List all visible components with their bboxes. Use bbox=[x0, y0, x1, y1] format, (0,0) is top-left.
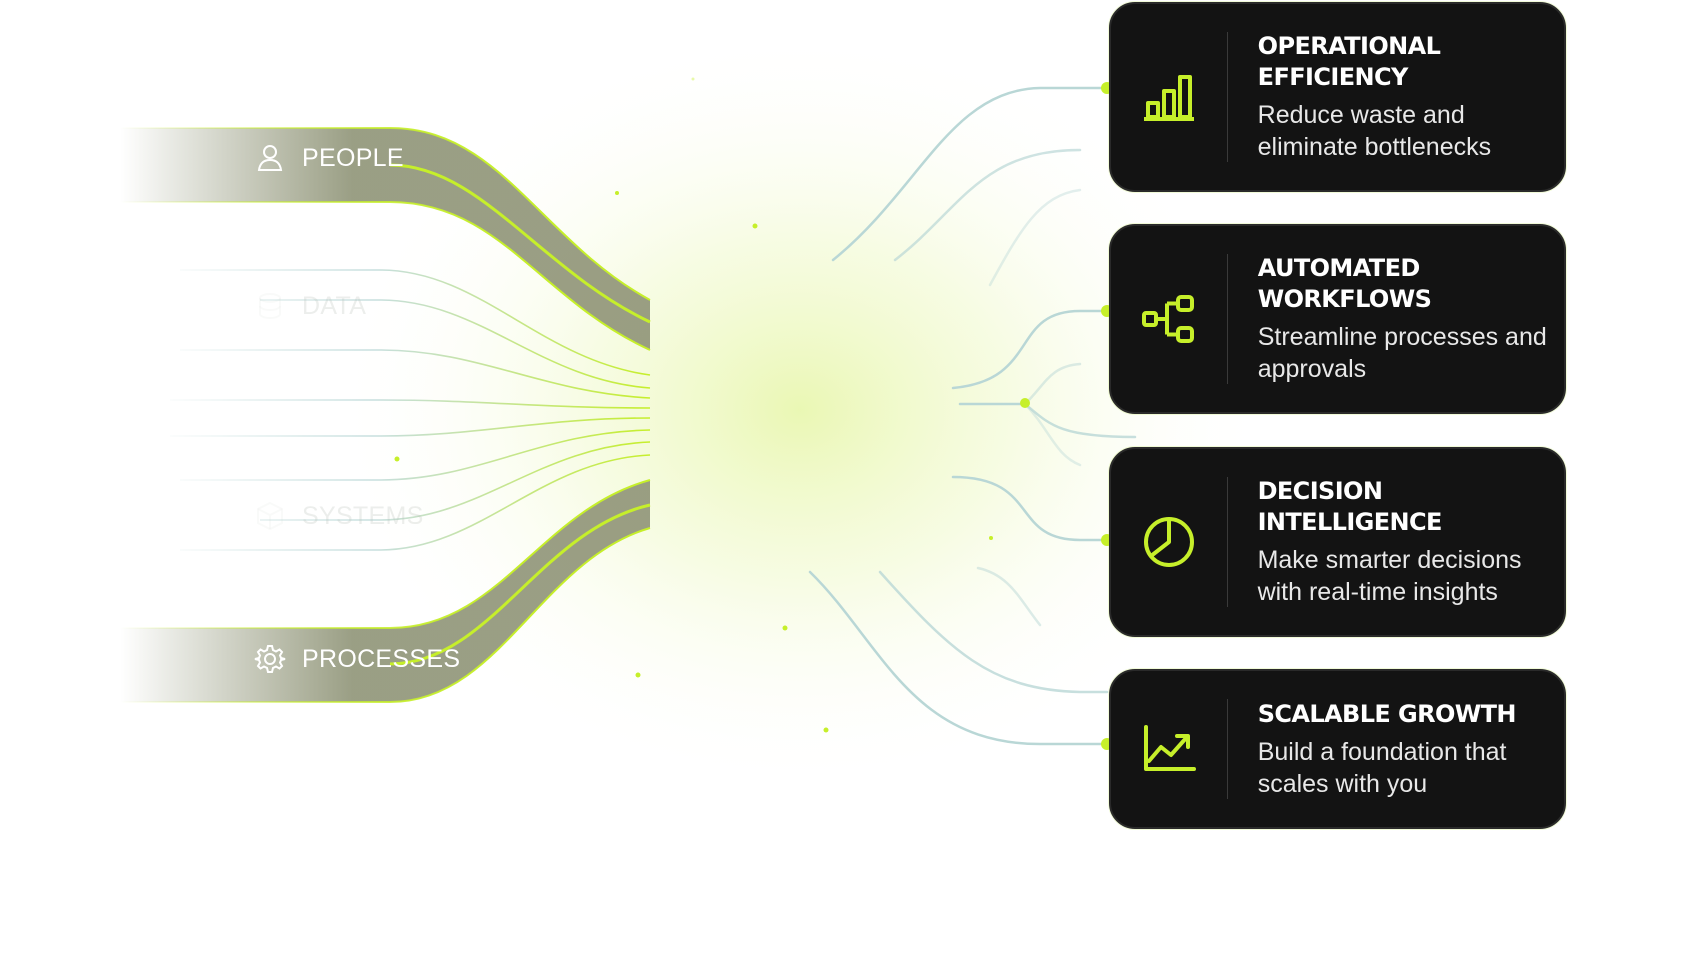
data-flow-lines bbox=[170, 269, 651, 409]
trend-up-icon bbox=[1144, 725, 1196, 771]
card-divider bbox=[1227, 254, 1228, 384]
gear-icon bbox=[254, 645, 286, 673]
people-flow-band bbox=[120, 128, 650, 350]
processes-flow-band bbox=[120, 480, 650, 702]
database-icon bbox=[259, 293, 281, 320]
card-description: Reduce waste and eliminate bottlenecks bbox=[1257, 101, 1492, 161]
input-label-data: DATA bbox=[302, 291, 367, 320]
card-title: SCALABLE GROWTH bbox=[1257, 699, 1517, 728]
card-title: OPERATIONAL EFFICIENCY bbox=[1257, 32, 1441, 91]
processes-band-inner-line bbox=[389, 503, 651, 666]
bar-chart-icon bbox=[1144, 75, 1194, 121]
outcome-card-automated-workflows: AUTOMATED WORKFLOWS Streamline processes… bbox=[1109, 224, 1566, 414]
input-people: PEOPLE bbox=[254, 142, 404, 174]
card-title: AUTOMATED WORKFLOWS bbox=[1257, 254, 1432, 313]
input-label-processes: PROCESSES bbox=[302, 644, 461, 673]
systems-flow-lines bbox=[170, 417, 651, 551]
pie-chart-icon bbox=[1144, 517, 1194, 567]
card-title: DECISION INTELLIGENCE bbox=[1257, 477, 1443, 536]
processes-band-edge-lower bbox=[120, 527, 651, 703]
glow-particles bbox=[394, 77, 993, 733]
input-data: DATA bbox=[254, 290, 366, 322]
outcome-card-operational-efficiency: OPERATIONAL EFFICIENCY Reduce waste and … bbox=[1109, 2, 1566, 192]
central-glow bbox=[330, 30, 1270, 790]
card-divider bbox=[1227, 477, 1228, 607]
outcome-card-scalable-growth: SCALABLE GROWTH Build a foundation that … bbox=[1109, 669, 1566, 829]
card-divider bbox=[1227, 32, 1228, 162]
workflow-icon bbox=[1142, 295, 1194, 343]
people-band-edge bbox=[120, 127, 651, 301]
input-processes: PROCESSES bbox=[254, 643, 460, 675]
people-band-inner-line bbox=[389, 163, 651, 324]
input-label-people: PEOPLE bbox=[302, 143, 404, 172]
processes-band-edge bbox=[120, 479, 651, 629]
input-label-systems: SYSTEMS bbox=[302, 501, 424, 530]
user-icon bbox=[257, 145, 283, 171]
card-description: Build a foundation that scales with you bbox=[1257, 737, 1507, 798]
card-description: Streamline processes and approvals bbox=[1257, 323, 1547, 383]
card-divider bbox=[1227, 699, 1228, 799]
people-band-edge-lower bbox=[120, 201, 651, 351]
input-systems: SYSTEMS bbox=[254, 500, 424, 532]
card-description: Make smarter decisions with real-time in… bbox=[1257, 546, 1522, 606]
outcome-card-decision-intelligence: DECISION INTELLIGENCE Make smarter decis… bbox=[1109, 447, 1566, 637]
outcome-connector-lines bbox=[808, 86, 1137, 746]
cube-icon bbox=[257, 501, 283, 531]
